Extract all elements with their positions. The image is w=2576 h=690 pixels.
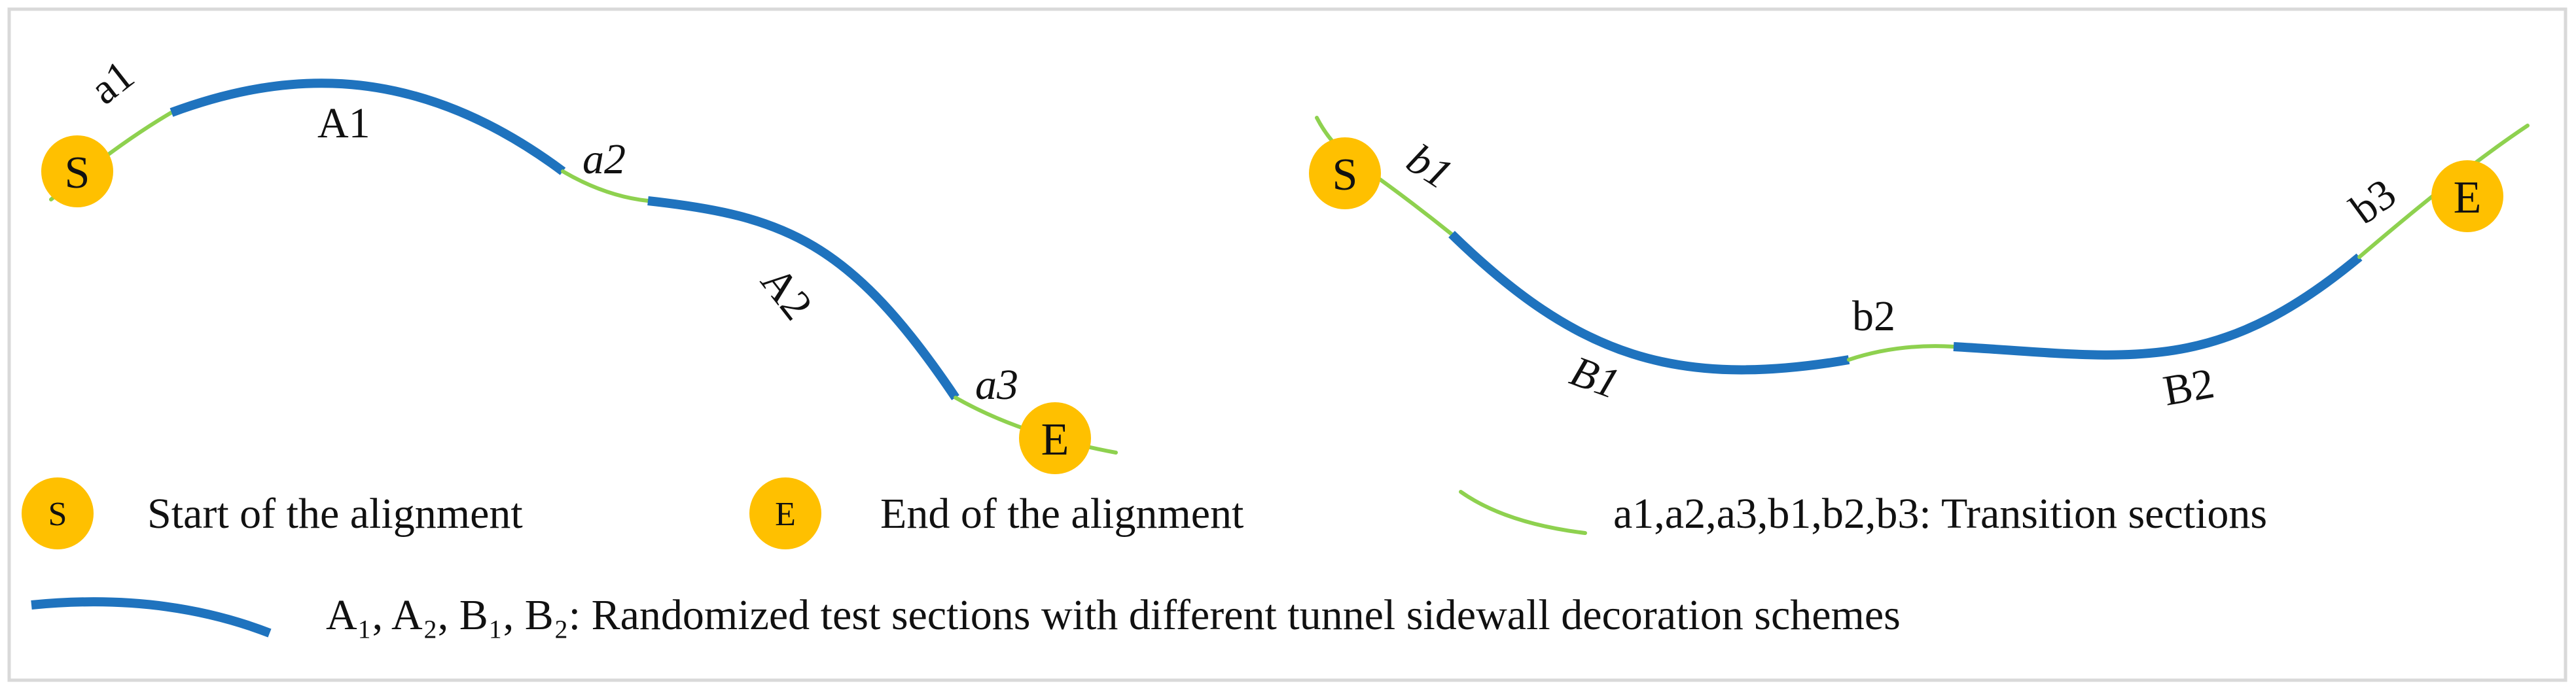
legend-end-circle [749,477,821,549]
start-marker-a-letter: S [65,148,90,198]
legend-end-text: End of the alignment [880,490,1243,538]
test-section-b1-curve [1448,230,1850,375]
legend-start-circle [22,477,94,549]
end-marker-b: E [2431,160,2503,232]
label-a3: a3 [975,361,1018,409]
end-marker-b-letter: E [2454,173,2482,223]
legend-end-letter: E [775,496,796,533]
diagram-frame [7,7,2567,682]
legend-transition-line [1459,490,1587,535]
test-section-a2-curve [647,196,959,400]
legend-test-line [31,597,272,638]
start-marker-b-letter: S [1333,150,1358,200]
end-marker-a: E [1019,402,1091,474]
alignment-a: a1 A1 a2 A2 a3 S E [41,51,1118,474]
legend-test: A₁, A₂, B₁, B₂: Randomized test sections… [31,591,1901,639]
legend-transition: a1,a2,a3,b1,b2,b3: Transition sections [1459,490,2267,538]
legend-test-text: A₁, A₂, B₁, B₂: Randomized test sections… [326,591,1901,639]
label-a2: a2 [582,135,626,183]
start-marker-b-circle [1309,137,1381,209]
start-marker-a: S [41,135,113,207]
start-marker-b: S [1309,137,1381,209]
legend-transition-text: a1,a2,a3,b1,b2,b3: Transition sections [1613,490,2267,538]
end-marker-a-circle [1019,402,1091,474]
legend-start-text: Start of the alignment [147,490,523,538]
label-A1: A1 [317,99,370,147]
end-marker-b-circle [2431,160,2503,232]
legend-start: S Start of the alignment [22,477,523,549]
label-B2: B2 [2160,360,2218,415]
label-b2: b2 [1852,292,1895,340]
end-marker-a-letter: E [1041,415,1069,465]
legend-end: E End of the alignment [749,477,1243,549]
transition-b2-curve [1847,344,1956,362]
legend: S Start of the alignment E End of the al… [22,477,2267,639]
test-section-a1-curve [170,78,566,175]
test-section-b2-curve [1953,253,2363,360]
start-marker-a-circle [41,135,113,207]
transition-a2-curve [561,169,650,203]
legend-start-letter: S [48,496,67,533]
